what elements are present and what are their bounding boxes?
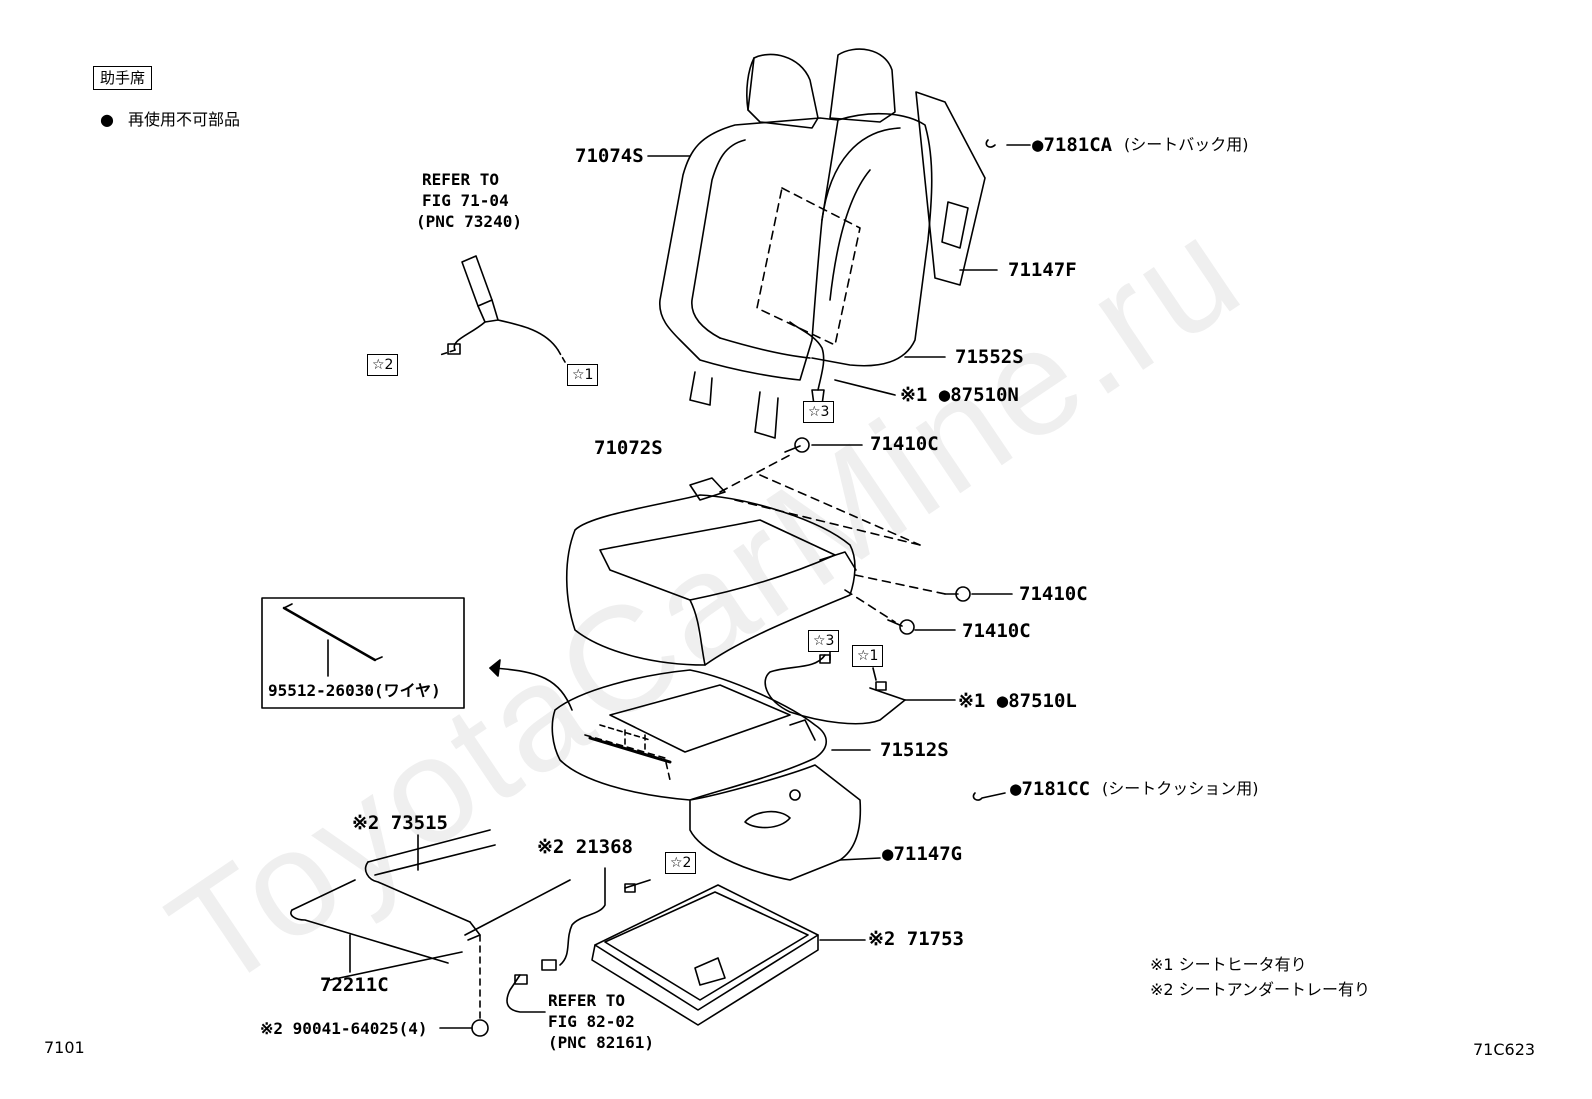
- part-72211c: 72211C: [320, 974, 389, 996]
- wire-ref-line2: FIG 82-02: [548, 1012, 635, 1031]
- part-71147f: 71147F: [1008, 259, 1077, 281]
- part-71512s: 71512S: [880, 739, 949, 761]
- part-71147g: ●71147G: [882, 843, 963, 865]
- legend-bullet: ●: [100, 110, 114, 129]
- wire-inset-frame: [261, 597, 465, 709]
- seat-cushion-board-drawing: [689, 764, 862, 881]
- belt-ref-line2: FIG 71-04: [422, 191, 509, 210]
- belt-ref-line1: REFER TO: [422, 170, 500, 189]
- marker-star1-mid: ☆1: [852, 645, 884, 667]
- page-number-right: 71C623: [1473, 1040, 1536, 1059]
- part-71410c-mid: 71410C: [1019, 583, 1088, 605]
- part-73515: ※2 73515: [352, 812, 448, 834]
- legend-text: 再使用不可部品: [128, 110, 241, 129]
- rod-72211c-drawing: [290, 879, 463, 981]
- wire-ref-line1: REFER TO: [548, 991, 626, 1010]
- marker-star2-top: ☆2: [367, 354, 399, 376]
- part-95512: 95512-26030(ワイヤ): [268, 681, 441, 700]
- fastener-71410c-top: [784, 437, 810, 453]
- marker-star2-bottom: ☆2: [665, 852, 697, 874]
- fastener-71410c-mid: [944, 586, 971, 602]
- marker-star3-mid: ☆3: [808, 630, 840, 652]
- marker-star1-top: ☆1: [567, 364, 599, 386]
- belt-buckle-drawing: [439, 255, 566, 363]
- part-71074s: 71074S: [575, 145, 644, 167]
- part-71410c-top: 71410C: [870, 433, 939, 455]
- heater-wire-87510l: [764, 654, 906, 725]
- under-tray-drawing: [591, 884, 819, 1026]
- seat-back-drawing: [659, 48, 986, 439]
- seat-position-label: 助手席: [93, 66, 153, 90]
- part-87510n: ※1 ●87510N: [900, 384, 1019, 406]
- seat-cushion-pad-drawing: [551, 669, 828, 801]
- marker-star3-top: ☆3: [803, 401, 835, 423]
- fastener-71410c-low: [887, 619, 915, 635]
- wire-ref-line3: (PNC 82161): [548, 1033, 654, 1052]
- part-71072s: 71072S: [594, 437, 663, 459]
- part-7181cc-note: (シートクッション用): [1102, 779, 1259, 798]
- part-7181cc: ●7181CC: [1010, 778, 1091, 800]
- seat-cushion-cover-drawing: [565, 454, 951, 666]
- part-90041: ※2 90041-64025(4): [260, 1019, 428, 1038]
- part-71410c-low: 71410C: [962, 620, 1031, 642]
- part-87510l: ※1 ●87510L: [958, 690, 1077, 712]
- belt-ref-line3: (PNC 73240): [416, 212, 522, 231]
- footnote-1: ※1 シートヒータ有り: [1150, 955, 1307, 974]
- part-71552s: 71552S: [955, 346, 1024, 368]
- page-number-left: 7101: [44, 1038, 85, 1057]
- part-7181ca: ●7181CA: [1032, 134, 1113, 156]
- part-7181ca-note: (シートバック用): [1124, 135, 1249, 154]
- part-71753: ※2 71753: [868, 928, 964, 950]
- part-21368: ※2 21368: [537, 836, 633, 858]
- wire-harness-21368: [506, 867, 651, 1013]
- footnote-2: ※2 シートアンダートレー有り: [1150, 980, 1371, 999]
